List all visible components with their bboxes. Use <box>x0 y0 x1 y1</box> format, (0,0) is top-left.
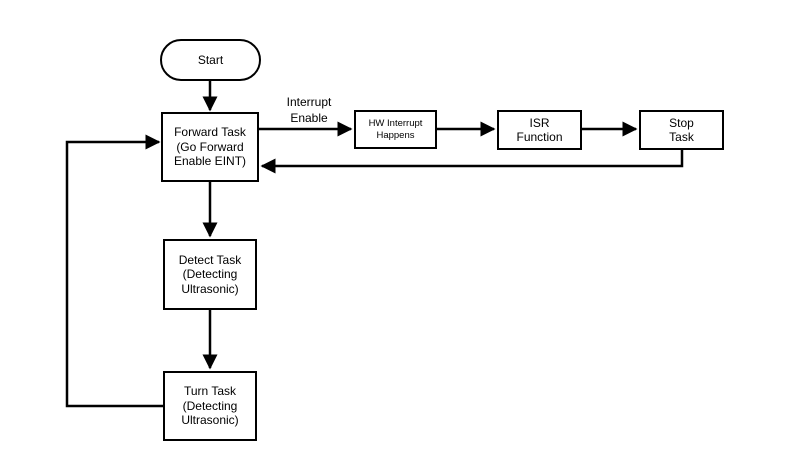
interrupt-enable-label: Interrupt Enable <box>286 95 332 125</box>
forward-task-node: Forward Task (Go Forward Enable EINT) <box>161 112 259 182</box>
start-node: Start <box>160 39 261 81</box>
edge-stop-to-forward <box>260 150 684 174</box>
stop-task-node: Stop Task <box>639 110 724 150</box>
hw-interrupt-node: HW Interrupt Happens <box>354 110 437 149</box>
edge-turn-to-forward-loop <box>65 134 163 408</box>
isr-function-node: ISR Function <box>497 110 582 150</box>
detect-task-node: Detect Task (Detecting Ultrasonic) <box>163 239 257 310</box>
turn-task-node: Turn Task (Detecting Ultrasonic) <box>163 371 257 441</box>
